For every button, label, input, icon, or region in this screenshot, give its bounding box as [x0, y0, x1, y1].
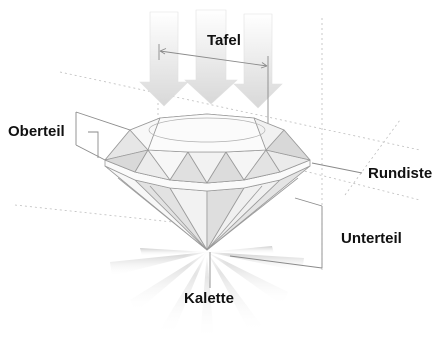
table-width-dimension: [158, 44, 269, 124]
label-girdle: Rundiste: [368, 165, 433, 182]
label-culet: Kalette: [184, 290, 235, 307]
down-arrow-icon: [139, 9, 283, 109]
label-crown: Oberteil: [8, 123, 65, 140]
table-facet: [147, 113, 267, 153]
label-pavilion: Unterteil: [341, 230, 402, 247]
diamond: [104, 113, 311, 251]
leader-lines: [75, 111, 363, 288]
label-table: Tafel: [207, 32, 241, 49]
